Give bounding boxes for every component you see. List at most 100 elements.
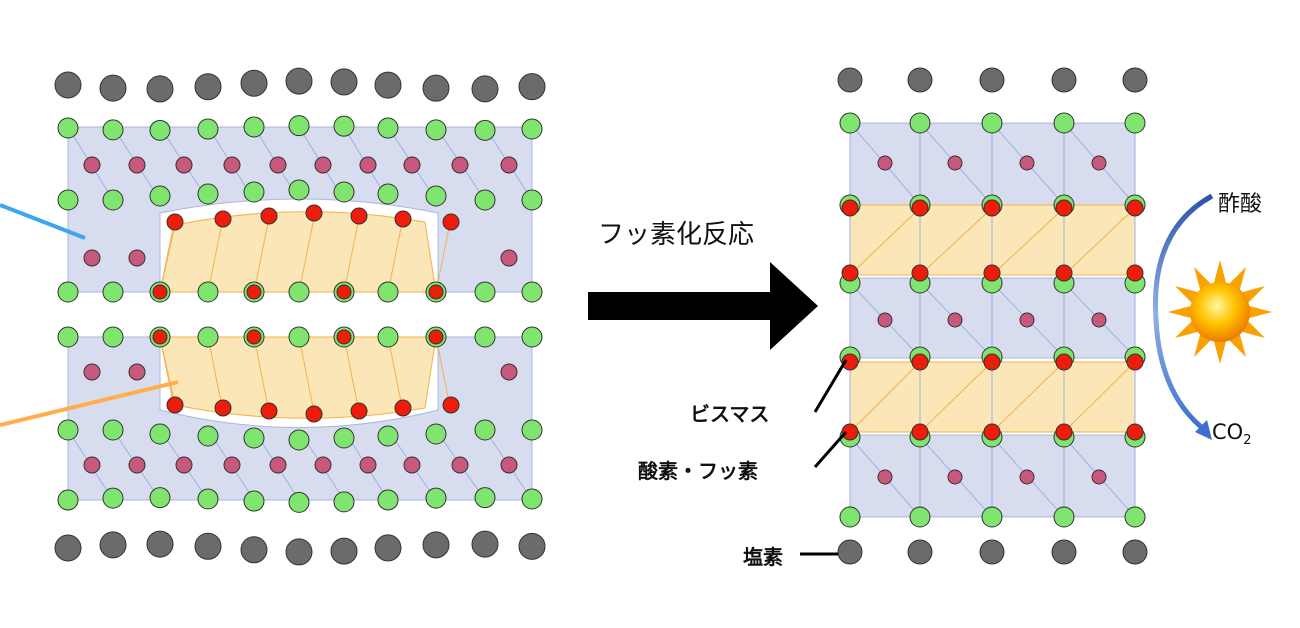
bismuth-atom xyxy=(149,185,171,207)
arrow-head-icon xyxy=(1195,420,1212,440)
chlorine-atom xyxy=(471,75,499,103)
bismuth-atom xyxy=(521,419,543,441)
inner-atom xyxy=(500,249,518,267)
oxygen-fluorine-atom xyxy=(260,207,278,225)
oxygen-fluorine-atom xyxy=(394,210,412,228)
bismuth-atom xyxy=(149,423,171,445)
chlorine-atom xyxy=(194,532,222,560)
oxygen-fluorine-atom xyxy=(911,199,929,217)
oxygen-fluorine-atom xyxy=(166,213,184,231)
bismuth-atom xyxy=(57,326,79,348)
bismuth-atom xyxy=(521,326,543,348)
bismuth-atom xyxy=(57,281,79,303)
pointer-line-blue xyxy=(0,203,86,240)
chlorine-atom xyxy=(330,537,358,565)
bond-line xyxy=(159,217,176,293)
bismuth-atom xyxy=(57,189,79,211)
oxygen-fluorine-label: 酸素・フッ素 xyxy=(638,459,758,483)
bismuth-atom xyxy=(521,118,543,140)
bismuth-atom xyxy=(102,419,124,441)
oxygen-fluorine-atom xyxy=(214,399,232,417)
chlorine-atom xyxy=(54,71,82,99)
oxygen-fluorine-atom xyxy=(428,329,444,345)
chlorine-atom xyxy=(374,534,402,562)
bismuth-label: ビスマス xyxy=(690,402,770,426)
bismuth-atom xyxy=(377,117,399,139)
chlorine-atom xyxy=(979,67,1005,93)
inner-atom xyxy=(314,156,332,174)
bismuth-atom xyxy=(102,281,124,303)
chlorine-atom xyxy=(907,67,933,93)
oxygen-fluorine-atom xyxy=(428,284,444,300)
oxygen-fluorine-atom xyxy=(305,204,323,222)
inner-atom xyxy=(403,456,421,474)
bismuth-atom xyxy=(288,115,310,137)
bismuth-atom xyxy=(333,181,355,203)
chlorine-atom xyxy=(374,71,402,99)
bond-line xyxy=(298,336,315,413)
chlorine-atom xyxy=(471,530,499,558)
reaction-label: フッ素化反応 xyxy=(598,220,755,250)
inner-atom xyxy=(128,456,146,474)
process-curve-arrow xyxy=(1152,193,1214,432)
oxygen-fluorine-atom xyxy=(246,329,262,345)
chlorine-atom xyxy=(1051,539,1077,565)
oxygen-fluorine-atom xyxy=(983,199,1001,217)
oxygen-fluorine-atom xyxy=(336,329,352,345)
chlorine-atom xyxy=(240,69,268,97)
bond-line xyxy=(435,217,452,293)
inner-atom xyxy=(1091,155,1107,171)
oxygen-fluorine-atom xyxy=(1126,353,1144,371)
chlorine-atom xyxy=(1051,67,1077,93)
bismuth-atom xyxy=(377,489,399,511)
bismuth-atom xyxy=(102,487,124,509)
inner-atom xyxy=(1019,312,1035,328)
bismuth-atom xyxy=(474,281,496,303)
bond-line xyxy=(253,336,270,413)
chlorine-atom xyxy=(837,539,863,565)
inner-atom xyxy=(877,155,893,171)
chlorine-atom xyxy=(99,74,127,102)
oxygen-fluorine-atom xyxy=(983,353,1001,371)
bismuth-atom xyxy=(288,179,310,201)
bismuth-atom xyxy=(102,189,124,211)
chlorine-atom xyxy=(54,534,82,562)
bismuth-atom xyxy=(102,326,124,348)
legend-pointer-bismuth xyxy=(813,359,848,413)
inner-atom xyxy=(947,312,963,328)
bond-line xyxy=(919,361,993,433)
chlorine-atom xyxy=(837,67,863,93)
inner-atom xyxy=(500,156,518,174)
bismuth-atom xyxy=(197,488,219,510)
bismuth-atom xyxy=(425,487,447,509)
oxygen-fluorine-atom xyxy=(260,402,278,420)
bismuth-atom xyxy=(102,119,124,141)
bismuth-atom xyxy=(243,116,265,138)
inner-atom xyxy=(223,456,241,474)
chlorine-atom xyxy=(422,531,450,559)
bismuth-atom xyxy=(197,118,219,140)
bismuth-atom xyxy=(521,189,543,211)
inner-atom xyxy=(359,456,377,474)
bismuth-atom xyxy=(243,181,265,203)
co2-label: CO2 xyxy=(1212,420,1251,448)
inner-atom xyxy=(269,456,287,474)
pointer-line-orange xyxy=(0,380,179,427)
chlorine-atom xyxy=(240,536,268,564)
bond-line xyxy=(991,207,1065,276)
legend-pointer-oxygen-fluorine xyxy=(813,431,848,468)
oxygen-fluorine-atom xyxy=(911,353,929,371)
fluorite-layer-left-top xyxy=(159,211,437,293)
bond-line xyxy=(207,336,224,413)
bismuth-atom xyxy=(377,326,399,348)
oxygen-fluorine-atom xyxy=(1055,423,1073,441)
chlorine-atom xyxy=(422,74,450,102)
bismuth-atom xyxy=(474,189,496,211)
sun-icon xyxy=(1190,282,1250,342)
bismuth-atom xyxy=(909,506,931,528)
inner-atom xyxy=(223,156,241,174)
bismuth-atom xyxy=(839,112,861,134)
oxygen-fluorine-atom xyxy=(841,264,859,282)
co2-subscript: 2 xyxy=(1243,433,1252,449)
